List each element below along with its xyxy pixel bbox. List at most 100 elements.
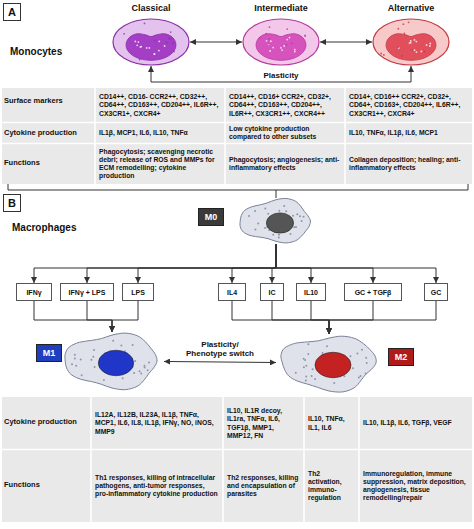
table-cell: Immunoregulation, immune suppression, ma… — [360, 451, 472, 521]
granule — [424, 51, 426, 53]
granule — [80, 359, 82, 361]
granule — [154, 39, 156, 41]
granule — [148, 47, 150, 49]
granule — [278, 237, 280, 239]
table-cell: CD14++, CD16+ CCR2+, CD32+, CD64++, CD16… — [226, 89, 344, 122]
granule — [289, 37, 291, 39]
granule — [267, 213, 269, 215]
granule — [414, 49, 416, 51]
stimulus-name: IC — [269, 289, 276, 296]
granule — [74, 354, 76, 356]
cell-nucleus — [126, 34, 176, 61]
macrophage-cell: M1 — [60, 332, 164, 390]
granule — [143, 365, 145, 367]
granule — [272, 47, 274, 49]
granule — [429, 45, 431, 47]
granule — [268, 38, 270, 40]
cell-text: Low cytokine production compared to othe… — [226, 124, 344, 142]
granule — [148, 362, 150, 364]
table-cell: Th2 activation, immuno-regulation — [305, 451, 358, 521]
cell-text: Th2 activation, immuno-regulation — [305, 469, 358, 504]
granule — [264, 207, 266, 209]
granule — [285, 44, 287, 46]
granule — [112, 340, 114, 342]
granule — [164, 45, 166, 47]
macrophage-illustration — [236, 198, 316, 244]
connector-arrow — [138, 244, 276, 283]
stimulus-name: LPS — [131, 289, 145, 296]
granule — [134, 41, 136, 43]
connector-arrow — [311, 301, 329, 334]
table-cell: Th2 responses, killing and encapsulation… — [224, 451, 303, 521]
granule — [269, 26, 271, 28]
granule — [411, 49, 413, 51]
granule — [311, 375, 313, 377]
granule — [254, 210, 256, 212]
granule — [154, 53, 156, 55]
granule — [416, 51, 418, 53]
cell-text: Collagen deposition; healing; anti-infla… — [346, 155, 472, 173]
granule — [383, 54, 385, 56]
granule — [272, 234, 274, 236]
cell-nucleus — [315, 352, 351, 378]
connector-label: Plasticity/ Phenotype switch — [180, 340, 260, 358]
granule — [254, 229, 256, 231]
granule — [268, 43, 270, 45]
granule — [398, 47, 400, 49]
granule — [380, 53, 382, 55]
table-cell: Low cytokine production compared to othe… — [226, 123, 344, 143]
granule — [349, 355, 351, 357]
granule — [359, 375, 361, 377]
table-cell: Phagocytosis; angiogenesis; anti-inflamm… — [226, 144, 344, 184]
granule — [285, 210, 287, 212]
group-bracket — [8, 184, 468, 198]
granule — [361, 349, 363, 351]
connector-arrow — [190, 42, 242, 43]
granule — [264, 227, 266, 229]
granule — [305, 365, 307, 367]
granule — [401, 55, 403, 57]
connector-arrow — [272, 244, 276, 283]
monocyte-illustration — [242, 18, 320, 66]
column-separator — [303, 397, 305, 522]
granule — [414, 39, 416, 41]
macrophage-illustration — [60, 332, 164, 390]
cell-text: Phagocytosis; angiogenesis; anti-inflamm… — [226, 155, 344, 173]
granule — [283, 205, 285, 207]
row-header: Functions — [4, 159, 92, 168]
granule — [75, 365, 77, 367]
connector-arrow — [232, 301, 329, 334]
table-cell: IL1β, MCP1, IL6, IL10, TNFα — [96, 123, 224, 143]
granule — [172, 42, 174, 44]
subset-heading: Intermediate — [228, 3, 334, 13]
stimulus-box: GC — [424, 283, 448, 301]
stimulus-name: GC — [431, 289, 442, 296]
granule — [304, 34, 306, 36]
macrophage-cell: M2 — [276, 334, 382, 392]
stimulus-box: IL10 — [296, 283, 326, 301]
granule — [397, 28, 399, 30]
granule — [133, 372, 135, 374]
granule — [144, 23, 146, 25]
connector-arrow — [276, 244, 373, 283]
section-title: Monocytes — [10, 46, 105, 58]
granule — [139, 59, 141, 61]
section-title: Macrophages — [12, 222, 122, 234]
table-background — [2, 88, 472, 184]
row-separator — [2, 143, 472, 145]
panel-letter-box: A — [3, 3, 21, 21]
granule — [259, 37, 261, 39]
granule — [366, 362, 368, 364]
stimulus-box: LPS — [122, 283, 154, 301]
connector-arrow — [232, 244, 276, 283]
granule — [153, 53, 155, 55]
cell-nucleus — [386, 34, 436, 61]
granule — [295, 372, 297, 374]
row-header: Functions — [4, 481, 88, 490]
column-separator — [94, 88, 96, 184]
cell-membrane — [281, 336, 376, 392]
granule — [158, 40, 160, 42]
granule — [94, 366, 96, 368]
